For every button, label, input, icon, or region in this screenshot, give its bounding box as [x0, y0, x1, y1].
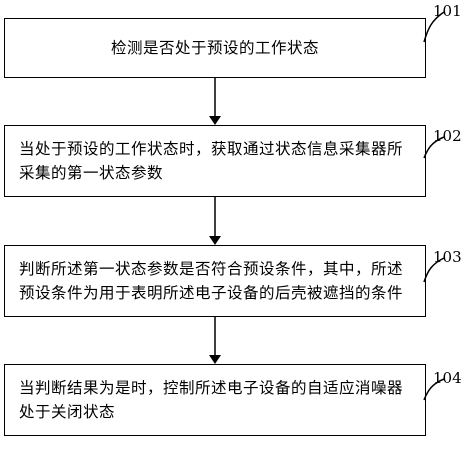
ref-label-102: 102: [433, 127, 462, 145]
arrow-101-102-head: [209, 116, 221, 125]
step-box-102: 当处于预设的工作状态时，获取通过状态信息采集器所 采集的第一状态参数: [4, 125, 426, 197]
step-box-101: 检测是否处于预设的工作状态: [4, 18, 426, 78]
step-104-line-1: 当判断结果为是时，控制所述电子设备的自适应消噪器: [19, 379, 404, 397]
step-box-104: 当判断结果为是时，控制所述电子设备的自适应消噪器 处于关闭状态: [4, 364, 426, 436]
ref-label-104: 104: [433, 369, 462, 387]
step-text-101: 检测是否处于预设的工作状态: [5, 36, 425, 60]
step-text-103: 判断所述第一状态参数是否符合预设条件，其中，所述 预设条件为用于表明所述电子设备…: [19, 257, 403, 305]
step-104-line-2: 处于关闭状态: [19, 403, 116, 421]
ref-label-103: 103: [433, 248, 462, 266]
step-102-line-1: 当处于预设的工作状态时，获取通过状态信息采集器所: [19, 140, 404, 158]
ref-label-101: 101: [433, 2, 462, 20]
step-box-103: 判断所述第一状态参数是否符合预设条件，其中，所述 预设条件为用于表明所述电子设备…: [4, 245, 426, 317]
arrow-102-103-head: [209, 236, 221, 245]
arrow-103-104-head: [209, 355, 221, 364]
step-text-102: 当处于预设的工作状态时，获取通过状态信息采集器所 采集的第一状态参数: [19, 137, 403, 185]
step-102-line-2: 采集的第一状态参数: [19, 164, 164, 182]
step-103-line-1: 判断所述第一状态参数是否符合预设条件，其中，所述: [19, 260, 404, 278]
step-103-line-2: 预设条件为用于表明所述电子设备的后壳被遮挡的条件: [19, 284, 404, 302]
step-text-104: 当判断结果为是时，控制所述电子设备的自适应消噪器 处于关闭状态: [19, 376, 403, 424]
step-101-line-1: 检测是否处于预设的工作状态: [110, 39, 319, 57]
